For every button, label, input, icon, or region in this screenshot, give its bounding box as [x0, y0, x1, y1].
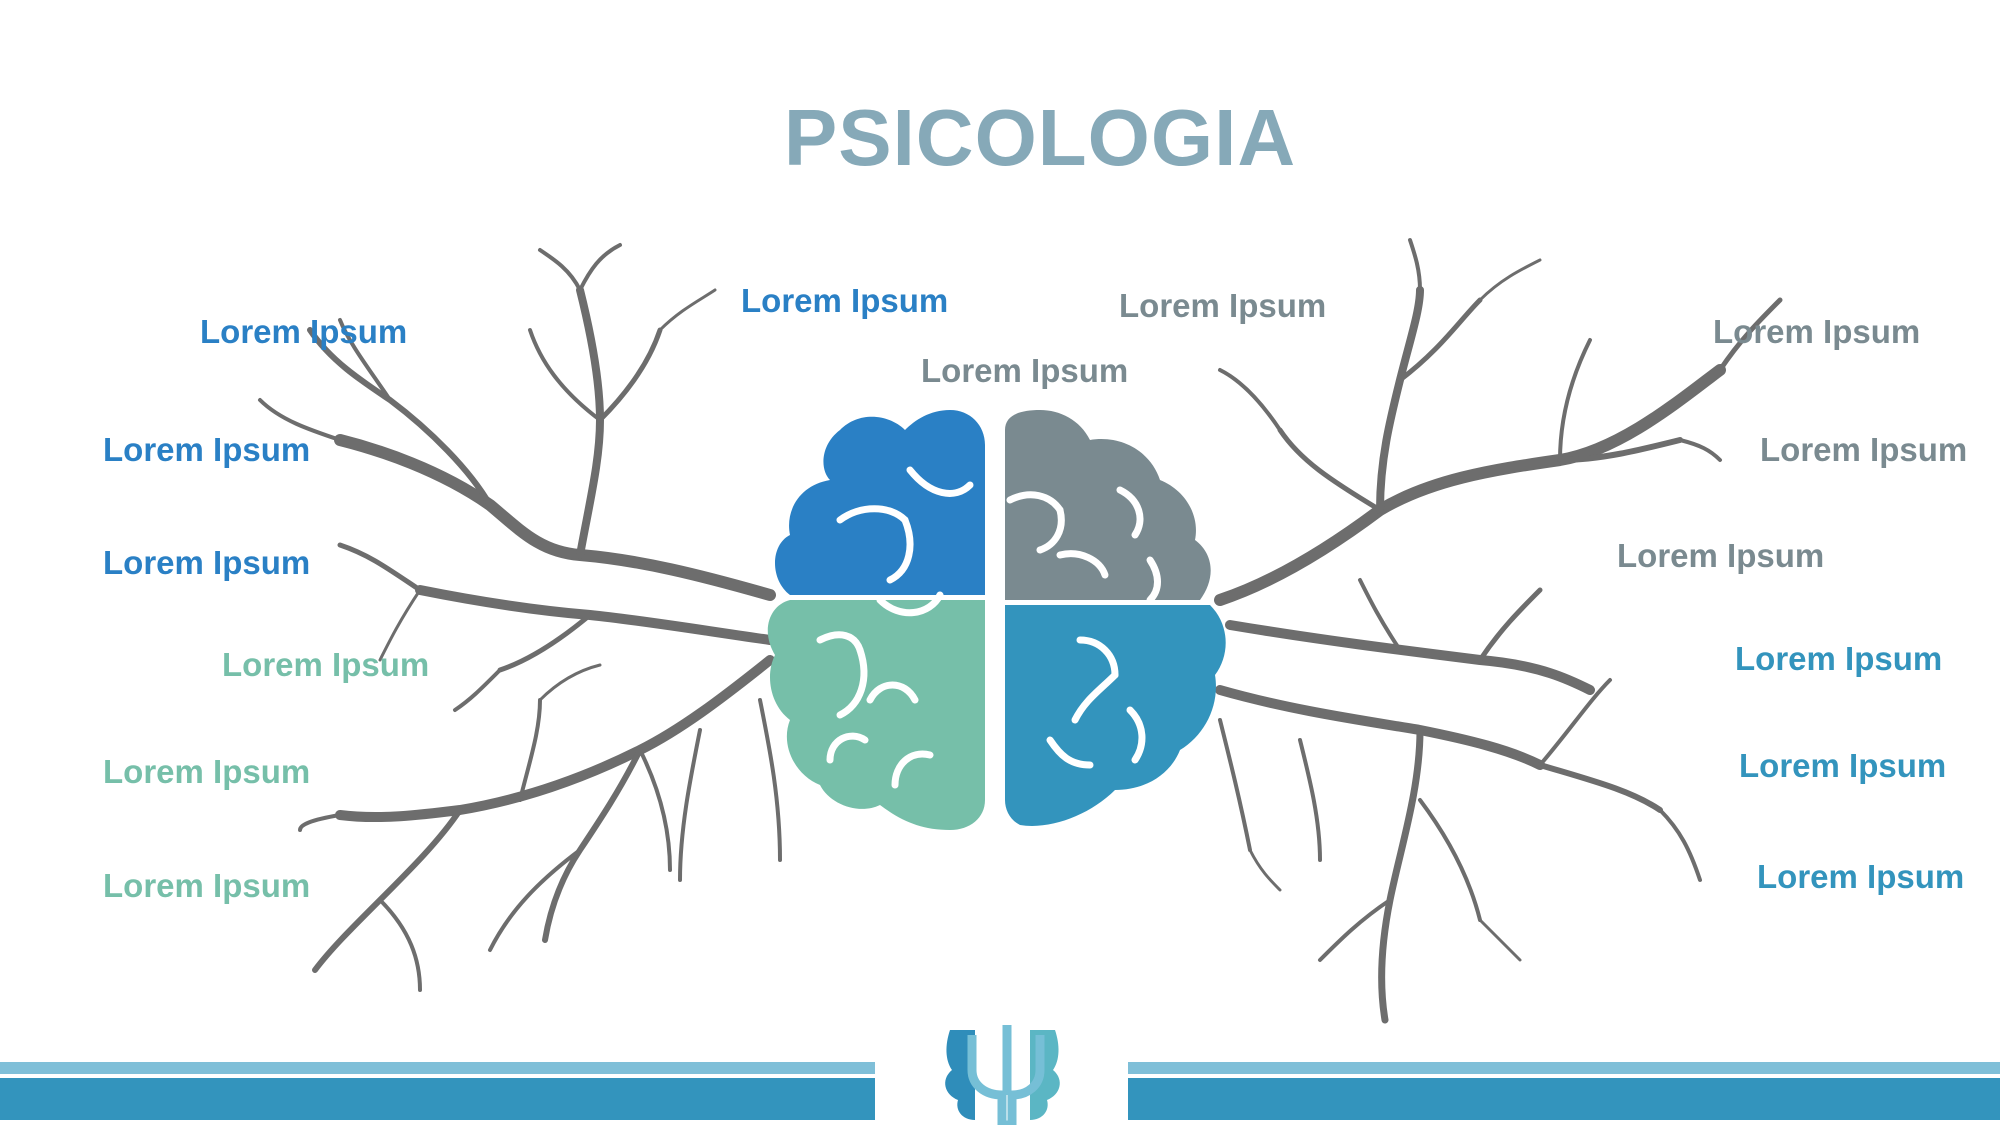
label-right-1: Lorem Ipsum — [1713, 313, 1921, 350]
label-right-2: Lorem Ipsum — [1760, 431, 1968, 468]
left-branches — [258, 243, 782, 992]
label-left-3: Lorem Ipsum — [103, 544, 311, 581]
brain-icon — [767, 410, 1226, 830]
right-branches — [1214, 238, 1783, 1024]
label-right-3: Lorem Ipsum — [1617, 537, 1825, 574]
label-left-4: Lorem Ipsum — [222, 646, 430, 683]
label-top-left: Lorem Ipsum — [741, 282, 949, 319]
page-title: PSICOLOGIA — [783, 93, 1297, 182]
label-right-5: Lorem Ipsum — [1739, 747, 1947, 784]
label-top-right: Lorem Ipsum — [1119, 287, 1327, 324]
label-left-6: Lorem Ipsum — [103, 867, 311, 904]
label-top-center: Lorem Ipsum — [921, 352, 1129, 389]
label-left-1: Lorem Ipsum — [200, 313, 408, 350]
label-left-5: Lorem Ipsum — [103, 753, 311, 790]
label-right-4: Lorem Ipsum — [1735, 640, 1943, 677]
psi-logo-icon — [945, 1025, 1060, 1125]
label-right-6: Lorem Ipsum — [1757, 858, 1965, 895]
footer-bars — [0, 1062, 2000, 1120]
label-left-2: Lorem Ipsum — [103, 431, 311, 468]
